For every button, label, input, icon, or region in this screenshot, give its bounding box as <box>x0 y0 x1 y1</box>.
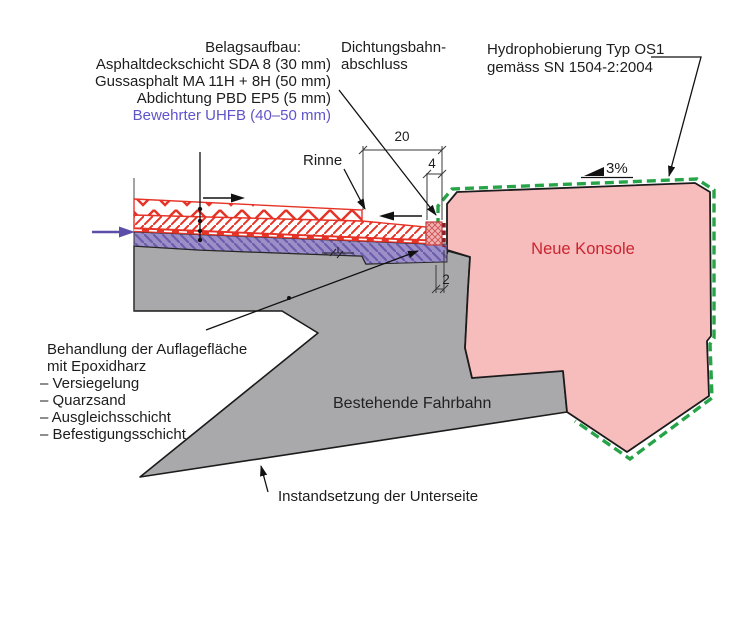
membrane-dash <box>133 229 427 243</box>
flow-arrow-left <box>379 211 422 221</box>
behandlung-line1: Behandlung der Auflagefläche <box>47 341 247 358</box>
belagsaufbau-block: Belagsaufbau: Asphaltdeckschicht SDA 8 (… <box>95 39 331 124</box>
new-console-shape <box>446 182 712 453</box>
dimension-4-value: 4 <box>428 156 436 171</box>
rinne-block <box>425 221 443 246</box>
hydro-line1: Hydrophobierung Typ OS1 <box>487 41 664 58</box>
behandlung-bullet2: – Quarzsand <box>40 392 126 409</box>
layer1-label: Asphaltdeckschicht SDA 8 (30 mm) <box>96 56 331 73</box>
hydro-line2: gemäss SN 1504-2:2004 <box>487 59 653 76</box>
behandlung-line2: mit Epoxidharz <box>47 358 146 375</box>
dichtungsbahn-line1: Dichtungsbahn- <box>341 39 446 56</box>
dichtungsbahn-line2: abschluss <box>341 56 408 73</box>
layer2-label: Gussasphalt MA 11H + 8H (50 mm) <box>95 73 331 90</box>
layer3-label: Abdichtung PBD EP5 (5 mm) <box>137 90 331 107</box>
bestehende-fahrbahn-label: Bestehende Fahrbahn <box>333 395 491 412</box>
hydro-leader <box>651 56 702 177</box>
neue-konsole-label: Neue Konsole <box>531 240 635 258</box>
dimension-2: 2 <box>431 272 450 294</box>
hydrophobierung-outline <box>436 177 716 462</box>
behandlung-leader <box>205 250 419 331</box>
dimension-20-value: 20 <box>394 129 409 144</box>
membrane-layer <box>134 228 426 244</box>
behandlung-bullet3: – Ausgleichsschicht <box>40 409 172 426</box>
hydrophobierung-label: Hydrophobierung Typ OS1 gemäss SN 1504-2… <box>487 41 664 76</box>
dichtungsbahn-label: Dichtungsbahn- abschluss <box>341 39 446 73</box>
slope-symbol: 3% <box>581 160 633 179</box>
behandlung-block: Behandlung der Auflagefläche mit Epoxidh… <box>40 341 247 443</box>
rinne-leader <box>343 168 366 210</box>
slope-label: 3% <box>606 160 628 177</box>
dimension-2-value: 2 <box>442 272 450 287</box>
dimension-4: 4 <box>422 156 447 179</box>
rinne-label: Rinne <box>303 152 342 169</box>
deckschicht-layer <box>133 198 363 222</box>
belagsaufbau-leader <box>197 152 203 243</box>
joint-symbol <box>322 247 354 259</box>
instandsetzung-leader <box>260 465 269 493</box>
behandlung-bullet4: – Befestigungsschicht <box>40 426 187 443</box>
uhfb-reference-arrow <box>92 226 135 238</box>
belagsaufbau-title: Belagsaufbau: <box>205 39 301 56</box>
flow-arrow-right <box>203 193 245 203</box>
behandlung-bullet1: – Versiegelung <box>40 375 139 392</box>
dichtungsbahn-leader <box>338 89 437 216</box>
dimension-20: 20 <box>358 129 447 155</box>
instandsetzung-label: Instandsetzung der Unterseite <box>278 488 478 505</box>
layer4-label: Bewehrter UHFB (40–50 mm) <box>133 107 331 124</box>
